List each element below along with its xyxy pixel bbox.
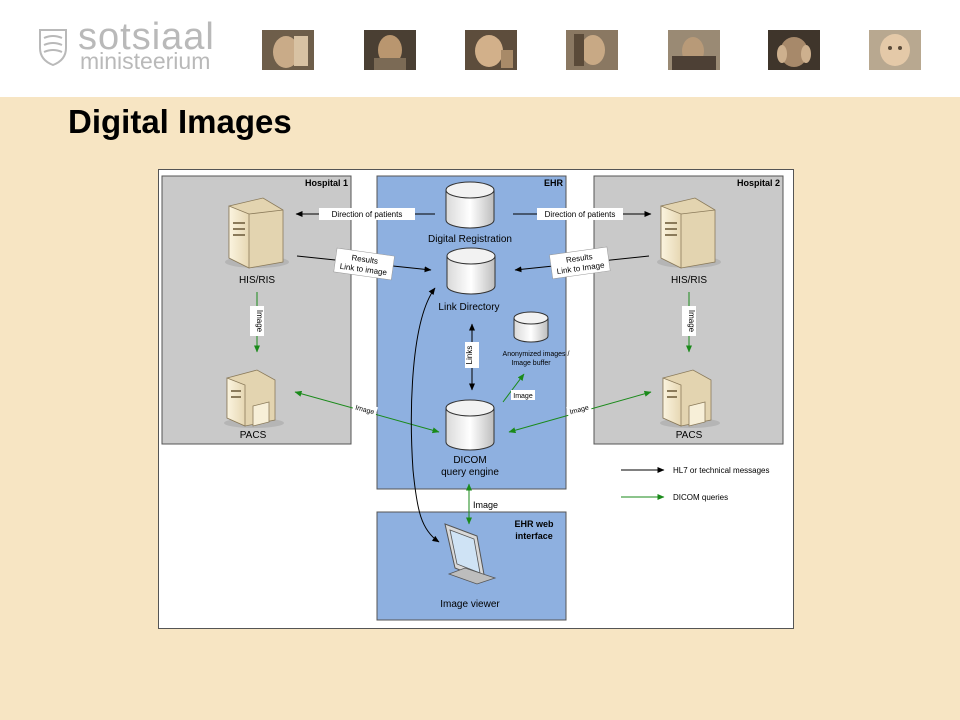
image-left-diag-label: Image [354,405,375,417]
anonymized-label-2: Image buffer [511,360,551,367]
image-right-diag-label: Image [569,405,590,417]
image-viewer-label: Image viewer [440,599,500,610]
results-left-label-1: Results [351,253,379,266]
his-ris-1-label: HIS/RIS [239,275,275,286]
legend-dicom-label: DICOM queries [673,493,728,502]
link-directory-label: Link Directory [438,302,499,313]
dicom-label-2: query engine [441,467,499,478]
dicom-database-icon [445,399,495,451]
image-h2-vertical-label-bg [682,306,696,336]
results-right-label-group: Results Link to Image [549,246,611,280]
anonymized-label-1: Anonymized images / [503,351,570,358]
anonymized-buffer-database-icon [513,311,549,343]
direction-left-label: Direction of patients [332,210,403,219]
pacs-1-server-icon [224,369,284,428]
link-directory-to-viewer-arrow [410,287,440,543]
link-directory-database-icon [446,247,496,295]
ehr-web-label-1: EHR web [514,519,554,529]
header-photo-2 [364,30,416,70]
image-buffer-arrow [502,373,525,403]
image-buffer-label-bg [511,390,535,400]
image-buffer-label: Image [513,393,533,400]
architecture-diagram: Hospital 1 EHR Hospital 2 EHR web interf… [158,169,794,629]
his-ris-2-label: HIS/RIS [671,275,707,286]
image-h1-vertical-label: Image [255,310,264,333]
image-left-diag-label-bg [352,401,378,417]
image-h2-vertical-label: Image [687,310,696,333]
results-left-label-group: Results Link to image [333,247,395,281]
header-photo-6 [768,30,820,70]
digital-registration-database-icon [445,181,495,229]
header-photo-4 [566,30,618,70]
ehr-web-label-2: interface [515,531,553,541]
header-photo-7 [869,30,921,70]
pacs-1-label: PACS [240,430,267,441]
header-photo-1 [262,30,314,70]
results-right-label-1: Results [565,252,593,265]
his-ris-2-server-icon [657,197,721,269]
ehr-label: EHR [544,178,564,188]
logo-text-sotsiaal: sotsiaal [78,16,215,58]
ministry-logo: sotsiaal ministeerium [38,16,238,78]
links-label: Links [465,346,474,365]
legend-hl7-label: HL7 or technical messages [673,466,770,475]
digital-registration-label: Digital Registration [428,234,512,245]
image-right-diag-label-bg [566,401,592,417]
direction-left-label-bg [319,208,415,220]
links-label-bg [465,342,479,368]
direction-right-label-bg [537,208,623,220]
header-banner: sotsiaal ministeerium [0,0,960,97]
direction-right-label: Direction of patients [545,210,616,219]
hospital-2-label: Hospital 2 [737,178,780,188]
image-viewer-monitor-icon [444,523,497,585]
image-web-label: Image [473,500,498,510]
page-title: Digital Images [68,103,292,140]
image-h1-vertical-label-bg [250,306,264,336]
hospital-1-label: Hospital 1 [305,178,348,188]
coat-of-arms-icon [39,29,67,66]
his-ris-1-server-icon [225,197,289,269]
diagram-canvas: Hospital 1 EHR Hospital 2 EHR web interf… [161,175,784,621]
header-photo-3 [465,30,517,70]
pacs-2-server-icon [660,369,720,428]
pacs-2-label: PACS [676,430,703,441]
header-photo-5 [668,30,720,70]
logo-text-ministeerium: ministeerium [80,48,211,74]
dicom-label-1: DICOM [453,455,486,466]
